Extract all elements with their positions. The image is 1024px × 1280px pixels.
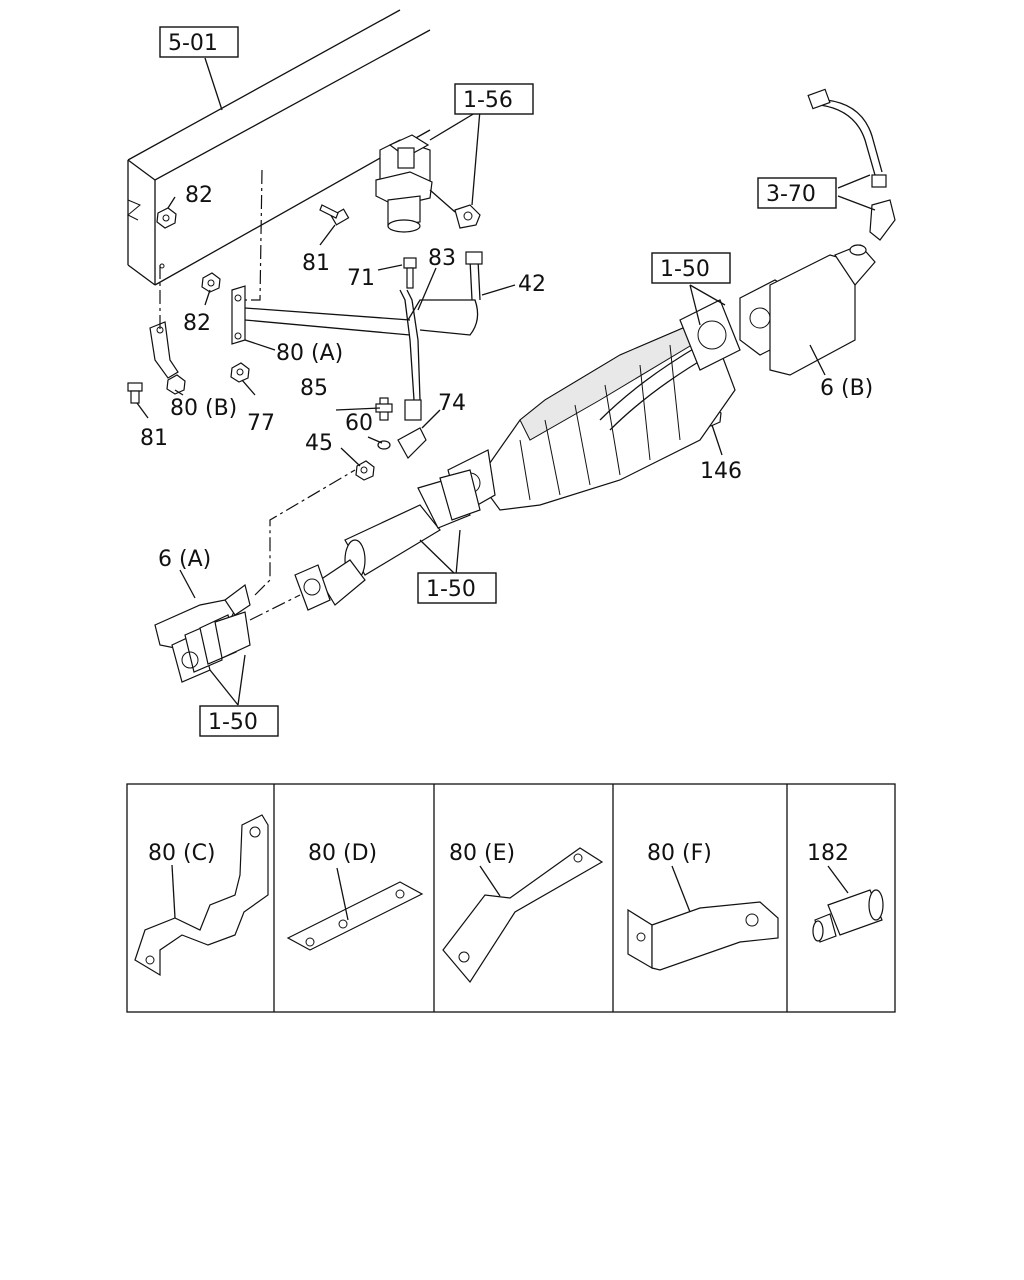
panel-label-80c: 80 (C) (148, 841, 216, 866)
callout-45: 45 (305, 431, 333, 456)
ref-box-5-01: 5-01 (159, 26, 239, 58)
ref-box-1-56: 1-56 (454, 83, 534, 115)
ref-label-1-50-bot: 1-50 (208, 710, 258, 735)
callout-82-top: 82 (185, 183, 213, 208)
ref-label-1-50-top: 1-50 (660, 257, 710, 282)
bracket-80b (149, 321, 179, 379)
exhaust-pipe-6b (739, 244, 876, 376)
exhaust-pipe-6a (154, 583, 251, 683)
callout-85: 85 (300, 376, 328, 401)
solenoid-valve (375, 134, 481, 233)
panel-label-182: 182 (807, 841, 849, 866)
detail-panels: 80 (C) 80 (D) 80 (E) 80 (F) 182 (126, 783, 896, 1013)
panel-label-80f: 80 (F) (647, 841, 712, 866)
callout-60: 60 (345, 411, 373, 436)
callout-71: 71 (347, 266, 375, 291)
panel-label-80e: 80 (E) (449, 841, 515, 866)
callout-81-top: 81 (302, 251, 330, 276)
ref-label-1-56: 1-56 (463, 88, 513, 113)
callout-42: 42 (518, 272, 546, 297)
sensor-hoses (397, 251, 483, 459)
callout-80b: 80 (B) (170, 396, 237, 421)
fitting-182-drawing (812, 865, 884, 943)
callout-74: 74 (438, 391, 466, 416)
callout-6b: 6 (B) (820, 376, 873, 401)
bracket-80e-drawing (442, 847, 604, 984)
callouts: 82 81 71 83 42 82 80 (A) 80 (B) 77 81 85… (140, 183, 873, 572)
ref-box-1-50-mid: 1-50 (417, 572, 497, 604)
callout-80a: 80 (A) (276, 341, 343, 366)
callout-77: 77 (247, 411, 275, 436)
dpf-assembly (447, 299, 741, 516)
callout-146: 146 (700, 459, 742, 484)
bracket-80f-drawing (627, 865, 779, 971)
front-pipe (294, 469, 481, 611)
ref-box-3-70: 3-70 (757, 177, 837, 209)
callout-6a: 6 (A) (158, 547, 211, 572)
bracket-80d-drawing (286, 867, 424, 951)
ref-label-3-70: 3-70 (766, 182, 816, 207)
callout-82-mid: 82 (183, 311, 211, 336)
ref-box-1-50-bot: 1-50 (199, 705, 279, 737)
callout-83: 83 (428, 246, 456, 271)
bracket-80c-drawing (134, 814, 269, 977)
callout-81-bot: 81 (140, 426, 168, 451)
ref-label-5-01: 5-01 (168, 31, 218, 56)
ref-label-1-50-mid: 1-50 (426, 577, 476, 602)
leader-lines (136, 57, 876, 706)
sensor-leads (807, 88, 896, 241)
panel-label-80d: 80 (D) (308, 841, 377, 866)
bracket-80a (231, 285, 411, 345)
ref-box-1-50-top: 1-50 (651, 252, 731, 284)
